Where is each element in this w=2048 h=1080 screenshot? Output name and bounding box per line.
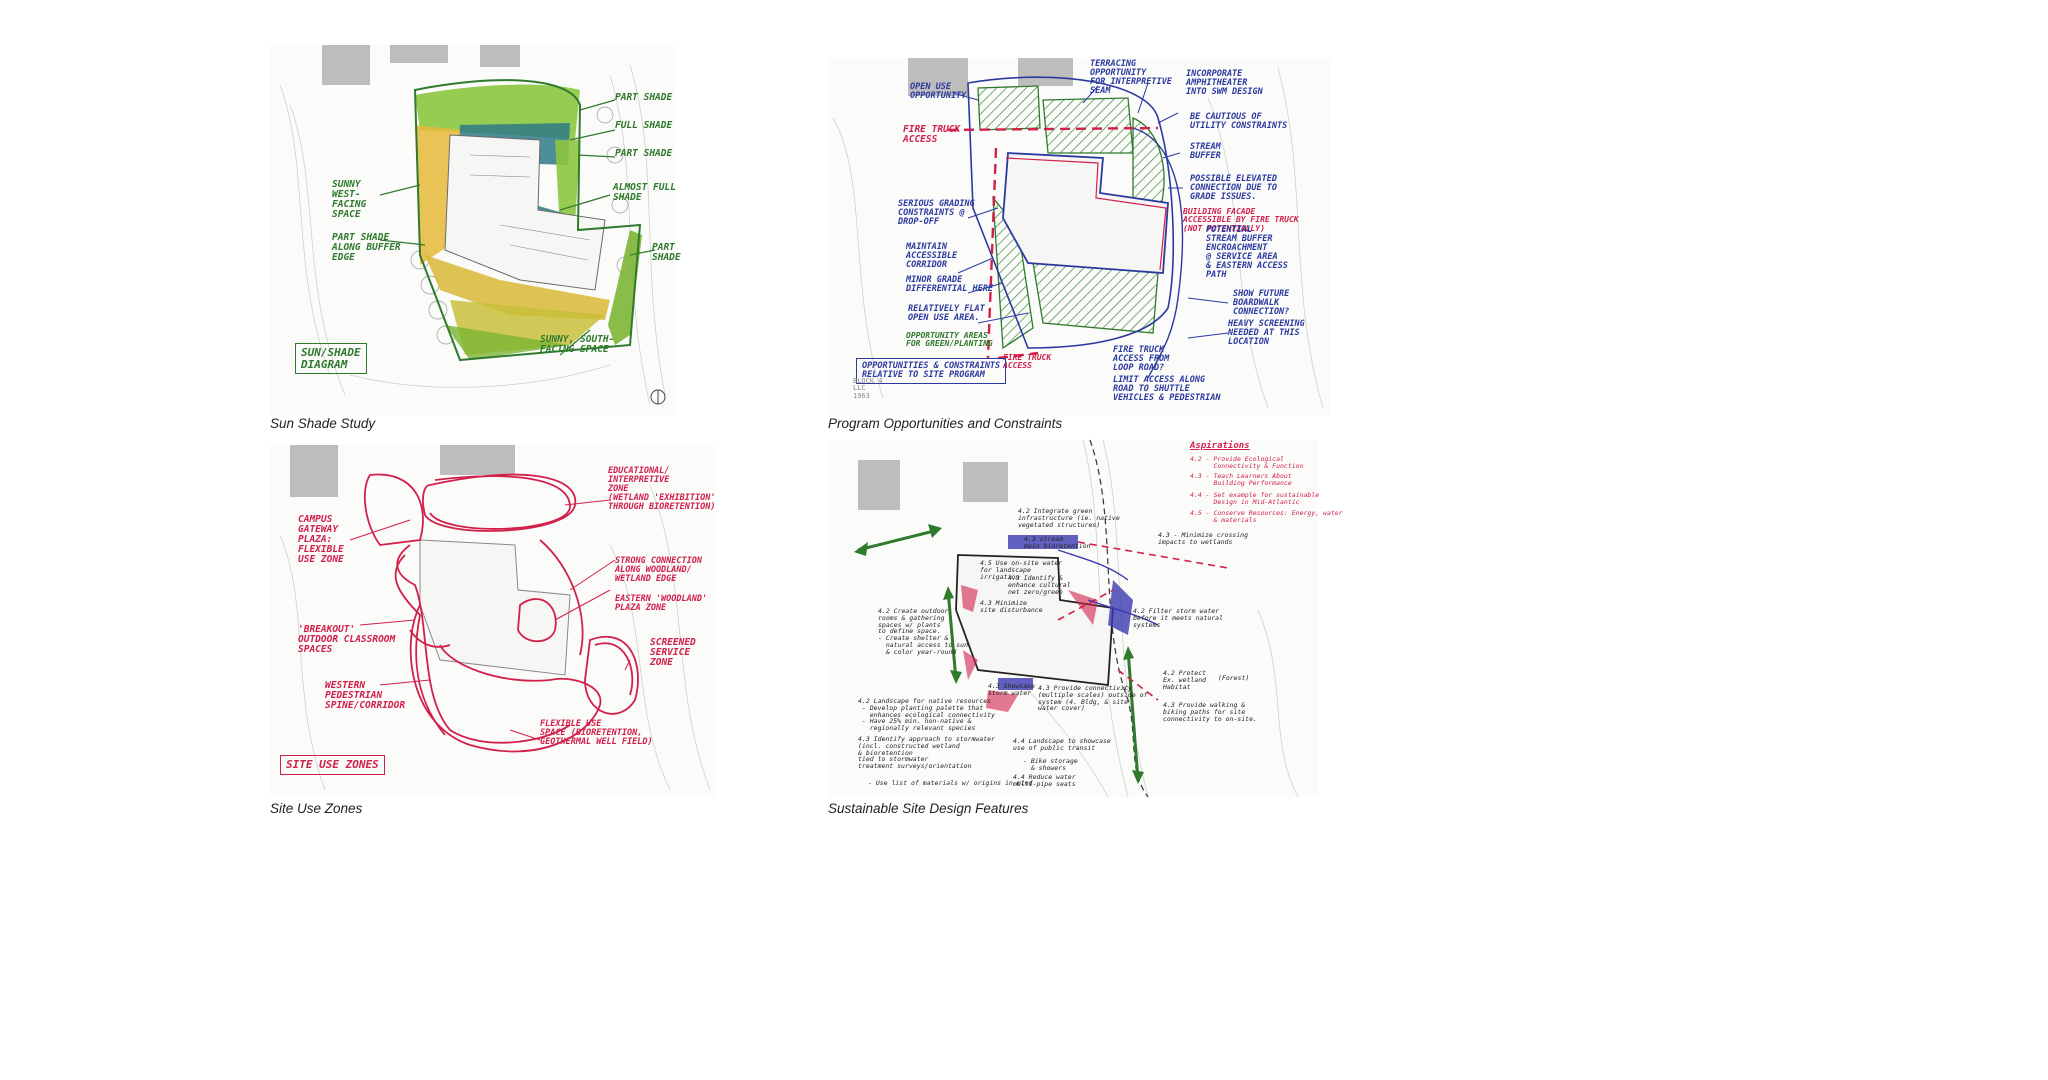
note-site-disturbance: 4.3 Minimize site disturbance [980,599,1043,614]
western-spine-label: WESTERN PEDESTRIAN SPINE/CORRIDOR [325,680,406,711]
note-forest: (Forest) [1218,674,1250,682]
sunny-south-label: SUNNY, SOUTH- FACING SPACE [540,334,615,355]
program-caption: Program Opportunities and Constraints [828,416,1063,431]
breakout-classroom-label: 'BREAKOUT' OUTDOOR CLASSROOM SPACES [298,624,396,655]
heavy-screening-label: HEAVY SCREENING NEEDED AT THIS LOCATION [1228,319,1305,347]
note-cultural: 4.3 Identify & enhance cultural net zero… [1008,574,1071,596]
site-use-map [270,445,715,797]
note-irrigation: 4.5 Use on-site water for landscape irri… [980,559,1063,581]
program-title-box: OPPORTUNITIES & CONSTRAINTS RELATIVE TO … [856,358,1007,384]
note-materials: - Use list of materials w/ origins in mi… [868,779,1033,787]
note-protect-wetland: 4.2 Protect Ex. wetland Habitat [1163,669,1207,691]
loop-road-label: FIRE TRUCK ACCESS FROM LOOP ROAD? [1113,345,1170,373]
site-use-panel: EDUCATIONAL/ INTERPRETIVE ZONE (WETLAND … [270,445,715,797]
eastern-plaza-label: EASTERN 'WOODLAND' PLAZA ZONE [615,594,708,613]
almost-full-shade-label: ALMOST FULL SHADE [613,182,676,203]
campus-gateway-label: CAMPUS GATEWAY PLAZA: FLEXIBLE USE ZONE [298,514,344,565]
fire-truck-access-label: FIRE TRUCK ACCESS [903,124,961,145]
elevated-connection-label: POSSIBLE ELEVATED CONNECTION DUE TO GRAD… [1190,174,1277,202]
note-connectivity: 4.3 Provide connectivity (multiple scale… [1038,684,1148,713]
aspiration-item: 4.5 - Conserve Resources: Energy, water … [1190,509,1343,524]
part-shade-buffer-label: PART SHADE ALONG BUFFER EDGE [332,232,401,263]
aspirations-heading: Aspirations [1190,441,1250,451]
screened-service-label: SCREENED SERVICE ZONE [650,637,696,668]
limit-access-label: LIMIT ACCESS ALONG ROAD TO SHUTTLE VEHIC… [1113,375,1221,403]
note-public-transit: 4.4 Landscape to showcase use of public … [1013,737,1111,752]
aspiration-item: 4.2 - Provide Ecological Connectivity & … [1190,455,1304,470]
sustainable-panel: Aspirations 4.2 - Provide Ecological Con… [828,439,1343,798]
flat-open-use-label: RELATIVELY FLAT OPEN USE AREA. [908,304,985,323]
aspiration-item: 4.4 - Set example for sustainable Design… [1190,491,1320,506]
note-stormwater-approach: 4.3 Identify approach to stormwater (inc… [858,735,995,771]
aspiration-item: 4.3 - Teach Learners About Building Perf… [1190,472,1292,487]
note-walking-paths: 4.3 Provide walking & biking paths for s… [1163,701,1257,723]
note-filter-storm-water: 4.2 Filter storm water before it meets n… [1133,607,1224,629]
amphitheater-label: INCORPORATE AMPHITHEATER INTO SWM DESIGN [1186,69,1263,97]
part-shade-label-3: PART SHADE [652,242,681,263]
accessible-corridor-label: MAINTAIN ACCESSIBLE CORRIDOR [906,242,958,270]
program-panel: OPEN USE OPPORTUNITY TERRACING OPPORTUNI… [828,58,1330,415]
note-green-infrastructure: 4.2 Integrate green infrastructure (ie. … [1018,507,1120,529]
full-shade-label: FULL SHADE [615,120,673,131]
stream-buffer-label: STREAM BUFFER [1190,142,1221,161]
note-showcase-storm: 4.3 Showcase storm water [988,682,1035,697]
sustainable-map [828,439,1318,798]
stream-encroachment-label: POTENTIAL STREAM BUFFER ENCROACHMENT @ S… [1206,225,1288,280]
note-reduce-water: 4.4 Reduce water multi-pipe seats [1013,773,1076,788]
note-bike-storage: - Bike storage & showers [1023,757,1078,772]
grading-constraints-label: SERIOUS GRADING CONSTRAINTS @ DROP-OFF [898,199,975,227]
note-wetland-crossing: 4.3 - Minimize crossing impacts to wetla… [1158,531,1249,546]
part-shade-label-2: PART SHADE [615,148,673,159]
program-map [828,58,1330,415]
note-outdoor-rooms: 4.2 Create outdoor rooms & gathering spa… [878,607,969,656]
sun-shade-map [270,45,675,415]
utility-constraints-label: BE CAUTIOUS OF UTILITY CONSTRAINTS [1190,112,1288,131]
site-use-caption: Site Use Zones [270,801,363,816]
educational-zone-label: EDUCATIONAL/ INTERPRETIVE ZONE (WETLAND … [608,466,716,512]
strong-connection-label: STRONG CONNECTION ALONG WOODLAND/ WETLAN… [615,556,702,584]
part-shade-label: PART SHADE [615,92,673,103]
sunny-west-label: SUNNY WEST- FACING SPACE [332,179,367,220]
sustainable-caption: Sustainable Site Design Features [828,801,1029,816]
sun-shade-caption: Sun Shade Study [270,416,376,431]
minor-grade-label: MINOR GRADE DIFFERENTIAL HERE [906,275,993,294]
site-use-title-box: SITE USE ZONES [280,755,385,775]
flexible-use-label: FLEXIBLE USE SPACE (BIORETENTION, GEOTHE… [540,719,653,747]
note-stream: 4.3 stream main bioretention [1024,535,1091,550]
terracing-label: TERRACING OPPORTUNITY FOR INTERPRETIVE S… [1090,59,1172,96]
sun-shade-panel: PART SHADE FULL SHADE PART SHADE SUNNY W… [270,45,681,415]
note-native-resources: 4.2 Landscape for native resources - Dev… [858,697,995,733]
sun-shade-title-box: SUN/SHADE DIAGRAM [295,343,367,375]
building-facade-label: BUILDING FACADE ACCESSIBLE BY FIRE TRUCK… [1183,207,1299,233]
opportunity-areas-label: OPPORTUNITY AREAS FOR GREEN/PLANTING [906,331,993,349]
fire-truck-access-label-2: FIRE TRUCK ACCESS [1003,353,1052,371]
boardwalk-label: SHOW FUTURE BOARDWALK CONNECTION? [1233,289,1290,317]
parcel-label: BLOCK 4 LLC 1963 [853,377,883,400]
open-use-label: OPEN USE OPPORTUNITY [910,82,967,101]
